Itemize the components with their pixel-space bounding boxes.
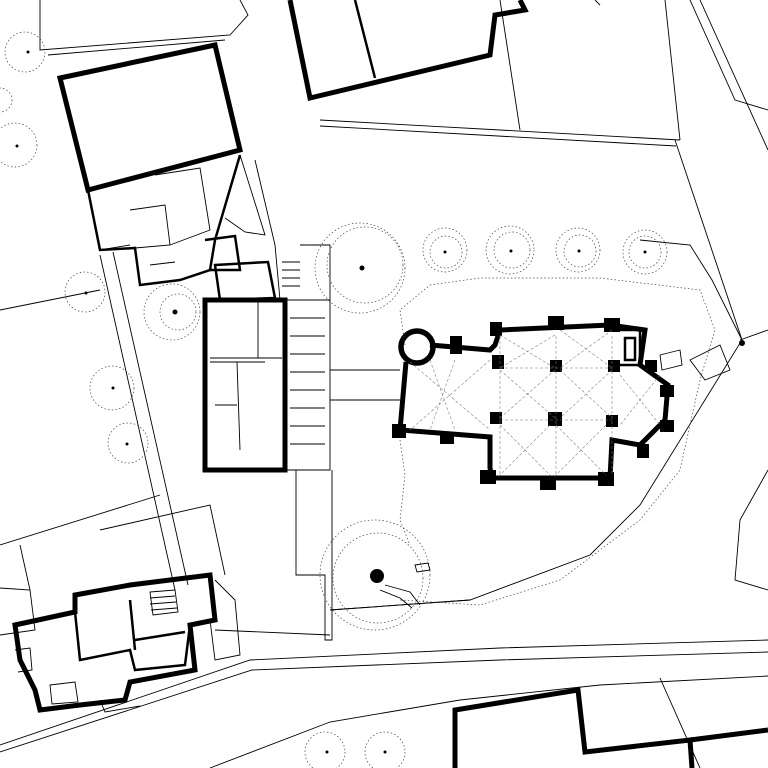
- church-building: [392, 239, 745, 606]
- top-middle-building: [287, 0, 529, 102]
- south-building: [452, 687, 768, 768]
- trees: [0, 31, 668, 768]
- southwest-house: [0, 572, 241, 713]
- courtyard-building: [202, 244, 400, 641]
- north-building: [39, 0, 281, 302]
